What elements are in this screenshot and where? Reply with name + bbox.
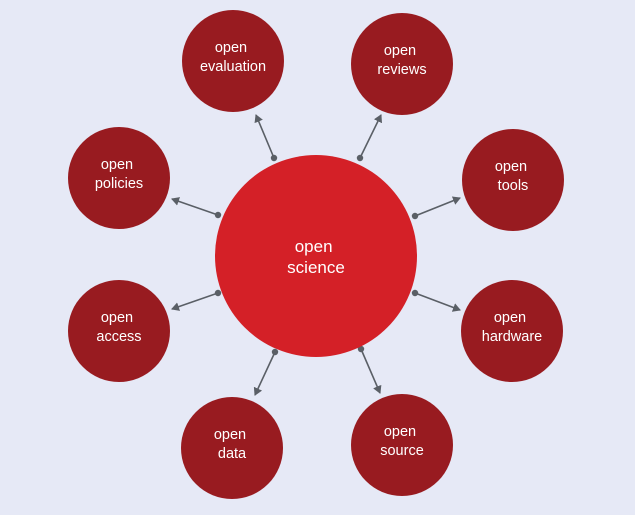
connector-policies	[171, 197, 222, 219]
connector-dot-policies	[214, 211, 222, 219]
center-label-line-2: science	[287, 258, 345, 277]
satellite-circle-evaluation	[182, 10, 284, 112]
connector-access	[171, 289, 222, 311]
satellite-circle-policies	[68, 127, 170, 229]
satellite-label-hardware: open hardware	[482, 310, 542, 345]
satellite-circle-source	[351, 394, 453, 496]
satellite-label-source-line-2: source	[380, 443, 424, 459]
satellite-circle-data	[181, 397, 283, 499]
satellite-label-policies: open policies	[95, 157, 143, 192]
satellite-label-data-line-1: open	[214, 427, 246, 443]
connector-tools	[411, 196, 461, 220]
satellite-node-reviews: open reviews	[351, 13, 453, 115]
connector-line-tools	[414, 196, 461, 217]
satellite-circle-access	[68, 280, 170, 382]
connector-hardware	[411, 289, 461, 312]
connector-line-hardware	[414, 292, 461, 312]
satellite-label-policies-line-1: open	[101, 157, 133, 173]
satellite-label-reviews-line-2: reviews	[377, 62, 426, 78]
connector-data	[253, 348, 279, 396]
satellite-label-tools: open tools	[495, 159, 531, 194]
center-label: open science	[287, 237, 345, 277]
satellite-label-data-line-2: data	[218, 446, 247, 462]
satellite-label-hardware-line-1: open	[494, 310, 526, 326]
satellite-node-access: open access	[68, 280, 170, 382]
center-circle	[215, 155, 417, 357]
satellite-label-access: open access	[96, 310, 141, 345]
satellite-label-evaluation: open evaluation	[200, 40, 266, 75]
satellite-node-hardware: open hardware	[461, 280, 563, 382]
connector-line-reviews	[359, 114, 382, 159]
satellite-label-access-line-1: open	[101, 310, 133, 326]
satellite-label-evaluation-line-1: open	[215, 40, 247, 56]
connector-line-access	[171, 292, 219, 311]
satellite-label-tools-line-2: tools	[498, 178, 529, 194]
connectors	[171, 114, 461, 396]
connector-dot-source	[357, 345, 365, 353]
center-node-open-science: open science	[215, 155, 417, 357]
center-label-line-1: open	[295, 237, 333, 256]
connector-line-policies	[171, 197, 219, 216]
satellite-label-reviews-line-1: open	[384, 43, 416, 59]
connector-reviews	[356, 114, 382, 162]
connector-dot-hardware	[411, 289, 419, 297]
satellite-node-evaluation: open evaluation	[182, 10, 284, 112]
satellite-node-policies: open policies	[68, 127, 170, 229]
connector-evaluation	[254, 114, 278, 162]
connector-line-source	[360, 348, 382, 394]
connector-line-evaluation	[254, 114, 275, 159]
satellite-label-access-line-2: access	[96, 329, 141, 345]
connector-dot-tools	[411, 212, 419, 220]
satellite-circle-hardware	[461, 280, 563, 382]
satellite-node-data: open data	[181, 397, 283, 499]
satellite-circle-reviews	[351, 13, 453, 115]
satellite-label-hardware-line-2: hardware	[482, 329, 542, 345]
connector-source	[357, 345, 382, 394]
satellite-label-policies-line-2: policies	[95, 176, 143, 192]
satellite-label-evaluation-line-2: evaluation	[200, 59, 266, 75]
connector-dot-evaluation	[270, 154, 278, 162]
satellite-label-reviews: open reviews	[377, 43, 426, 78]
connector-dot-access	[214, 289, 222, 297]
satellite-label-source: open source	[380, 424, 424, 459]
connector-line-data	[253, 351, 276, 396]
satellite-circle-tools	[462, 129, 564, 231]
satellite-node-source: open source	[351, 394, 453, 496]
satellite-label-data: open data	[214, 427, 250, 462]
connector-dot-data	[271, 348, 279, 356]
satellite-label-source-line-1: open	[384, 424, 416, 440]
satellite-node-tools: open tools	[462, 129, 564, 231]
satellite-label-tools-line-1: open	[495, 159, 527, 175]
connector-dot-reviews	[356, 154, 364, 162]
